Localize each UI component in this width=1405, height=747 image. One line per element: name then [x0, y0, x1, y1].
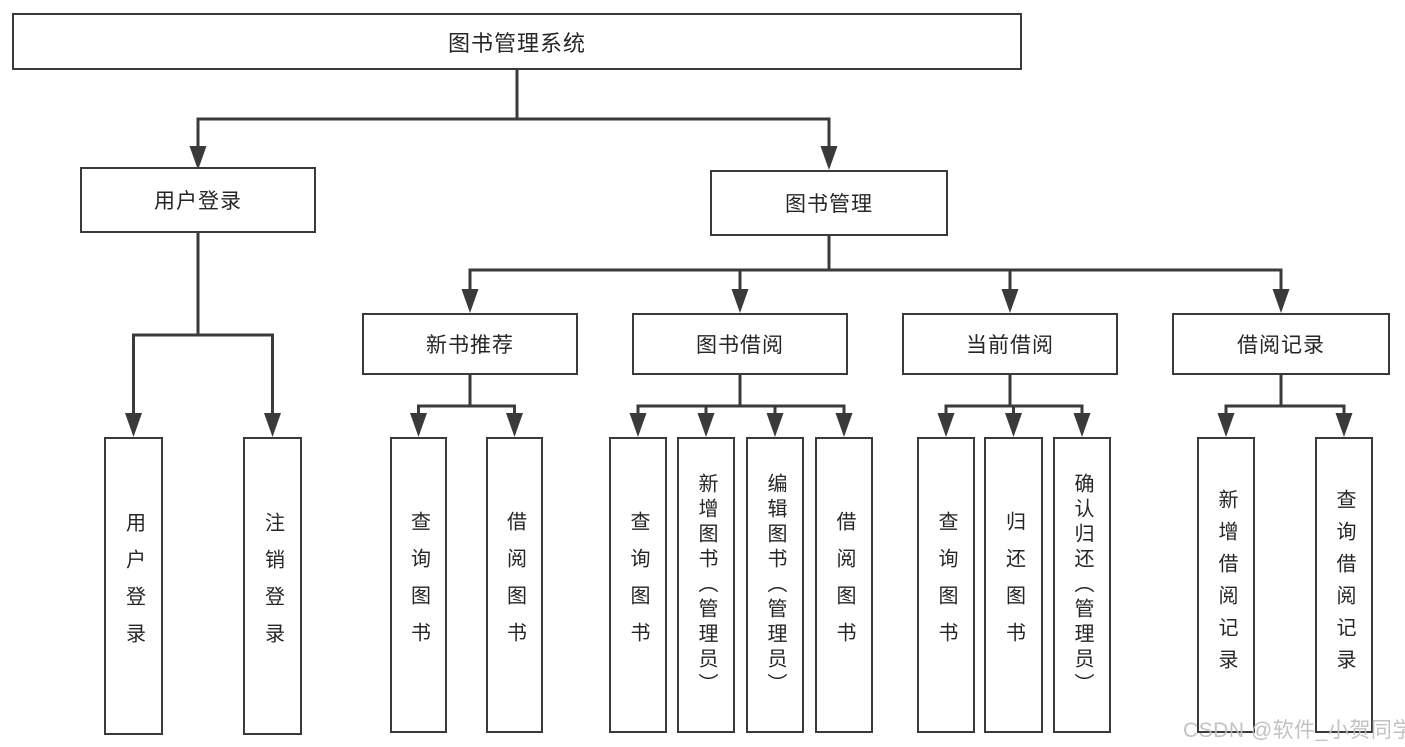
arrow-down-icon [835, 413, 853, 437]
node-book-management: 图书管理 [710, 170, 948, 236]
leaf-logout-login: 注销登录 [243, 437, 302, 735]
connector-records-to-leaves [1224, 375, 1346, 415]
leaf-current-return-books: 归还图书 [984, 437, 1043, 733]
node-root-system: 图书管理系统 [12, 13, 1022, 70]
leaf-current-query-books: 查询图书 [917, 437, 975, 733]
node-user-login: 用户登录 [80, 167, 316, 233]
node-new-book-recommend: 新书推荐 [362, 313, 578, 375]
connector-root-to-level2 [196, 70, 831, 148]
node-book-borrowing: 图书借阅 [632, 313, 848, 375]
leaf-records-add-record: 新增借阅记录 [1197, 437, 1255, 733]
arrow-down-icon [766, 413, 784, 437]
leaf-borrow-query-books: 查询图书 [609, 437, 667, 733]
leaf-newbook-borrow-books: 借阅图书 [486, 437, 543, 733]
arrow-down-icon [264, 413, 281, 437]
arrow-down-icon [1073, 413, 1091, 437]
arrow-down-icon [1335, 413, 1353, 437]
arrow-down-icon [1005, 413, 1022, 437]
arrow-down-icon [820, 146, 838, 170]
arrowheads [125, 146, 1353, 437]
leaf-borrow-borrow-books: 借阅图书 [815, 437, 873, 733]
arrow-down-icon [410, 413, 427, 437]
arrow-down-icon [189, 146, 207, 170]
arrow-down-icon [125, 413, 142, 437]
arrow-down-icon [697, 413, 715, 437]
arrow-down-icon [506, 413, 523, 437]
node-borrowing-records: 借阅记录 [1172, 313, 1390, 375]
leaf-newbook-query-books: 查询图书 [390, 437, 447, 733]
arrow-down-icon [1272, 289, 1290, 313]
csdn-watermark: CSDN @软件_小贺同学 [1183, 719, 1405, 742]
leaf-borrow-add-books-admin: 新增图书（管理员） [677, 437, 735, 733]
arrow-down-icon [629, 413, 647, 437]
leaf-current-confirm-return-admin: 确认归还（管理员） [1053, 437, 1111, 733]
arrow-down-icon [731, 289, 749, 313]
connector-currentborrow-to-leaves [944, 375, 1084, 415]
arrow-down-icon [461, 289, 479, 313]
arrow-down-icon [1001, 289, 1019, 313]
arrow-down-icon [1217, 413, 1235, 437]
leaf-borrow-edit-books-admin: 编辑图书（管理员） [746, 437, 804, 733]
connector-userlogin-to-leaves [132, 233, 274, 414]
leaf-records-query-record: 查询借阅记录 [1315, 437, 1373, 733]
arrow-down-icon [937, 413, 955, 437]
node-current-borrowing: 当前借阅 [902, 313, 1118, 375]
connector-newbook-to-leaves [417, 375, 516, 415]
leaf-user-login: 用户登录 [104, 437, 163, 735]
connector-bookborrow-to-leaves [636, 375, 846, 415]
connector-bookmgmt-to-level3 [468, 236, 1283, 291]
